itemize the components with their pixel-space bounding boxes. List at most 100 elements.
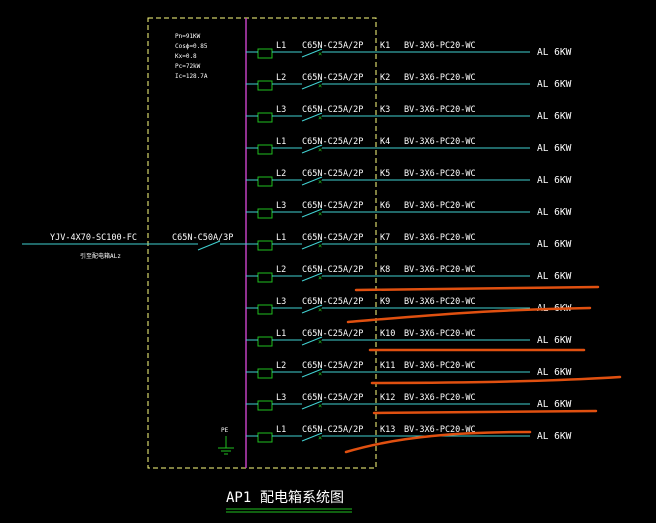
breaker-mark: × bbox=[318, 50, 322, 58]
breaker-switch-symbol bbox=[301, 304, 323, 314]
circuit-phase-label: L3 bbox=[276, 393, 286, 403]
circuit-id-label: K12 bbox=[380, 393, 395, 403]
circuit-id-label: K2 bbox=[380, 73, 390, 83]
circuit-cable-label: BV-3X6-PC20-WC bbox=[404, 41, 476, 51]
breaker-switch-symbol bbox=[301, 336, 323, 346]
circuit-cable-label: BV-3X6-PC20-WC bbox=[404, 105, 476, 115]
circuit-cable-label: BV-3X6-PC20-WC bbox=[404, 393, 476, 403]
markup-stroke bbox=[346, 306, 592, 324]
circuit-breaker-label: C65N-C25A/2P bbox=[302, 361, 363, 371]
markup-stroke bbox=[344, 430, 532, 454]
circuit-phase-label: L2 bbox=[276, 73, 286, 83]
breaker-switch-symbol bbox=[301, 80, 323, 90]
circuit-cable-label: BV-3X6-PC20-WC bbox=[404, 233, 476, 243]
panel-parameters: Pn=91KW Cosϕ=0.85 Kx=0.8 Pc=72kW Ic=128.… bbox=[175, 33, 208, 80]
breaker-mark: × bbox=[318, 402, 322, 410]
circuit-load-label: AL 6KW bbox=[537, 399, 572, 410]
circuit-phase-label: L2 bbox=[276, 265, 286, 275]
circuit-breaker-label: C65N-C25A/2P bbox=[302, 297, 363, 307]
circuit-breaker-label: C65N-C25A/2P bbox=[302, 393, 363, 403]
param-line: Ic=128.7A bbox=[175, 73, 208, 80]
title-name: 配电箱系统图 bbox=[260, 490, 344, 506]
circuit-load-label: AL 6KW bbox=[537, 111, 572, 122]
circuit-breaker-label: C65N-C25A/2P bbox=[302, 233, 363, 243]
circuit-id-label: K5 bbox=[380, 169, 390, 179]
title-code: AP1 bbox=[226, 490, 251, 506]
breaker-mark: × bbox=[318, 146, 322, 154]
circuit-load-label: AL 6KW bbox=[537, 79, 572, 90]
breaker-mark: × bbox=[318, 370, 322, 378]
circuit-breaker-label: C65N-C25A/2P bbox=[302, 41, 363, 51]
circuit-cable-label: BV-3X6-PC20-WC bbox=[404, 73, 476, 83]
circuit-id-label: K1 bbox=[380, 41, 390, 51]
circuit-terminal-box bbox=[257, 368, 273, 379]
incoming-breaker-symbol bbox=[197, 240, 221, 251]
circuit-id-label: K6 bbox=[380, 201, 390, 211]
breaker-mark: × bbox=[318, 114, 322, 122]
circuit-phase-label: L3 bbox=[276, 201, 286, 211]
breaker-mark: × bbox=[318, 242, 322, 250]
circuit-terminal-box bbox=[257, 144, 273, 155]
breaker-mark: × bbox=[318, 434, 322, 442]
breaker-switch-symbol bbox=[301, 272, 323, 282]
param-line: Kx=0.8 bbox=[175, 53, 197, 60]
breaker-mark: × bbox=[318, 82, 322, 90]
circuit-load-label: AL 6KW bbox=[537, 207, 572, 218]
circuit-terminal-box bbox=[257, 336, 273, 347]
markup-strokes bbox=[344, 285, 622, 454]
circuit-id-label: K4 bbox=[380, 137, 390, 147]
circuit-load-label: AL 6KW bbox=[537, 431, 572, 442]
circuit-terminal-box bbox=[257, 240, 273, 251]
circuit-phase-label: L3 bbox=[276, 297, 286, 307]
param-line: Pc=72kW bbox=[175, 63, 201, 70]
breaker-switch-symbol bbox=[301, 400, 323, 410]
circuit-phase-label: L1 bbox=[276, 329, 286, 339]
breaker-switch-symbol bbox=[301, 176, 323, 186]
circuit-cable-label: BV-3X6-PC20-WC bbox=[404, 137, 476, 147]
circuit-cable-label: BV-3X6-PC20-WC bbox=[404, 201, 476, 211]
circuit-load-label: AL 6KW bbox=[537, 367, 572, 378]
circuit-breaker-label: C65N-C25A/2P bbox=[302, 329, 363, 339]
markup-stroke bbox=[372, 409, 598, 415]
circuit-load-label: AL 6KW bbox=[537, 239, 572, 250]
circuit-terminal-box bbox=[257, 304, 273, 315]
circuit-cable-label: BV-3X6-PC20-WC bbox=[404, 265, 476, 275]
circuit-phase-label: L1 bbox=[276, 233, 286, 243]
breaker-switch-symbol bbox=[301, 240, 323, 250]
pe-label: PE bbox=[221, 427, 229, 434]
incoming-breaker-label: C65N-C50A/3P bbox=[172, 233, 233, 243]
circuit-id-label: K10 bbox=[380, 329, 395, 339]
circuit-terminal-box bbox=[257, 176, 273, 187]
circuit-breaker-label: C65N-C25A/2P bbox=[302, 265, 363, 275]
incoming-feeder: YJV-4X70-SC100-FC 引至配电箱ALz C65N-C50A/3P bbox=[22, 233, 246, 260]
circuit-id-label: K13 bbox=[380, 425, 395, 435]
circuit-load-label: AL 6KW bbox=[537, 175, 572, 186]
circuit-terminal-box bbox=[257, 80, 273, 91]
panel-enclosure bbox=[147, 17, 377, 469]
circuit-terminal-box bbox=[257, 272, 273, 283]
circuit-phase-label: L2 bbox=[276, 361, 286, 371]
pe-terminal: PE bbox=[218, 427, 234, 455]
circuit-phase-label: L1 bbox=[276, 137, 286, 147]
breaker-mark: × bbox=[318, 338, 322, 346]
breaker-mark: × bbox=[318, 210, 322, 218]
circuit-breaker-label: C65N-C25A/2P bbox=[302, 201, 363, 211]
circuit-cable-label: BV-3X6-PC20-WC bbox=[404, 361, 476, 371]
breaker-switch-symbol bbox=[301, 112, 323, 122]
breaker-mark: × bbox=[318, 306, 322, 314]
circuit-breaker-label: C65N-C25A/2P bbox=[302, 137, 363, 147]
circuit-terminal-box bbox=[257, 400, 273, 411]
circuit-cable-label: BV-3X6-PC20-WC bbox=[404, 329, 476, 339]
circuit-id-label: K8 bbox=[380, 265, 390, 275]
circuit-row: × L3 C65N-C25A/2P K12 BV-3X6-PC20-WC AL 6KW bbox=[246, 393, 572, 411]
drawing-title: AP1 配电箱系统图 bbox=[226, 490, 352, 513]
breaker-switch-symbol bbox=[301, 48, 323, 58]
